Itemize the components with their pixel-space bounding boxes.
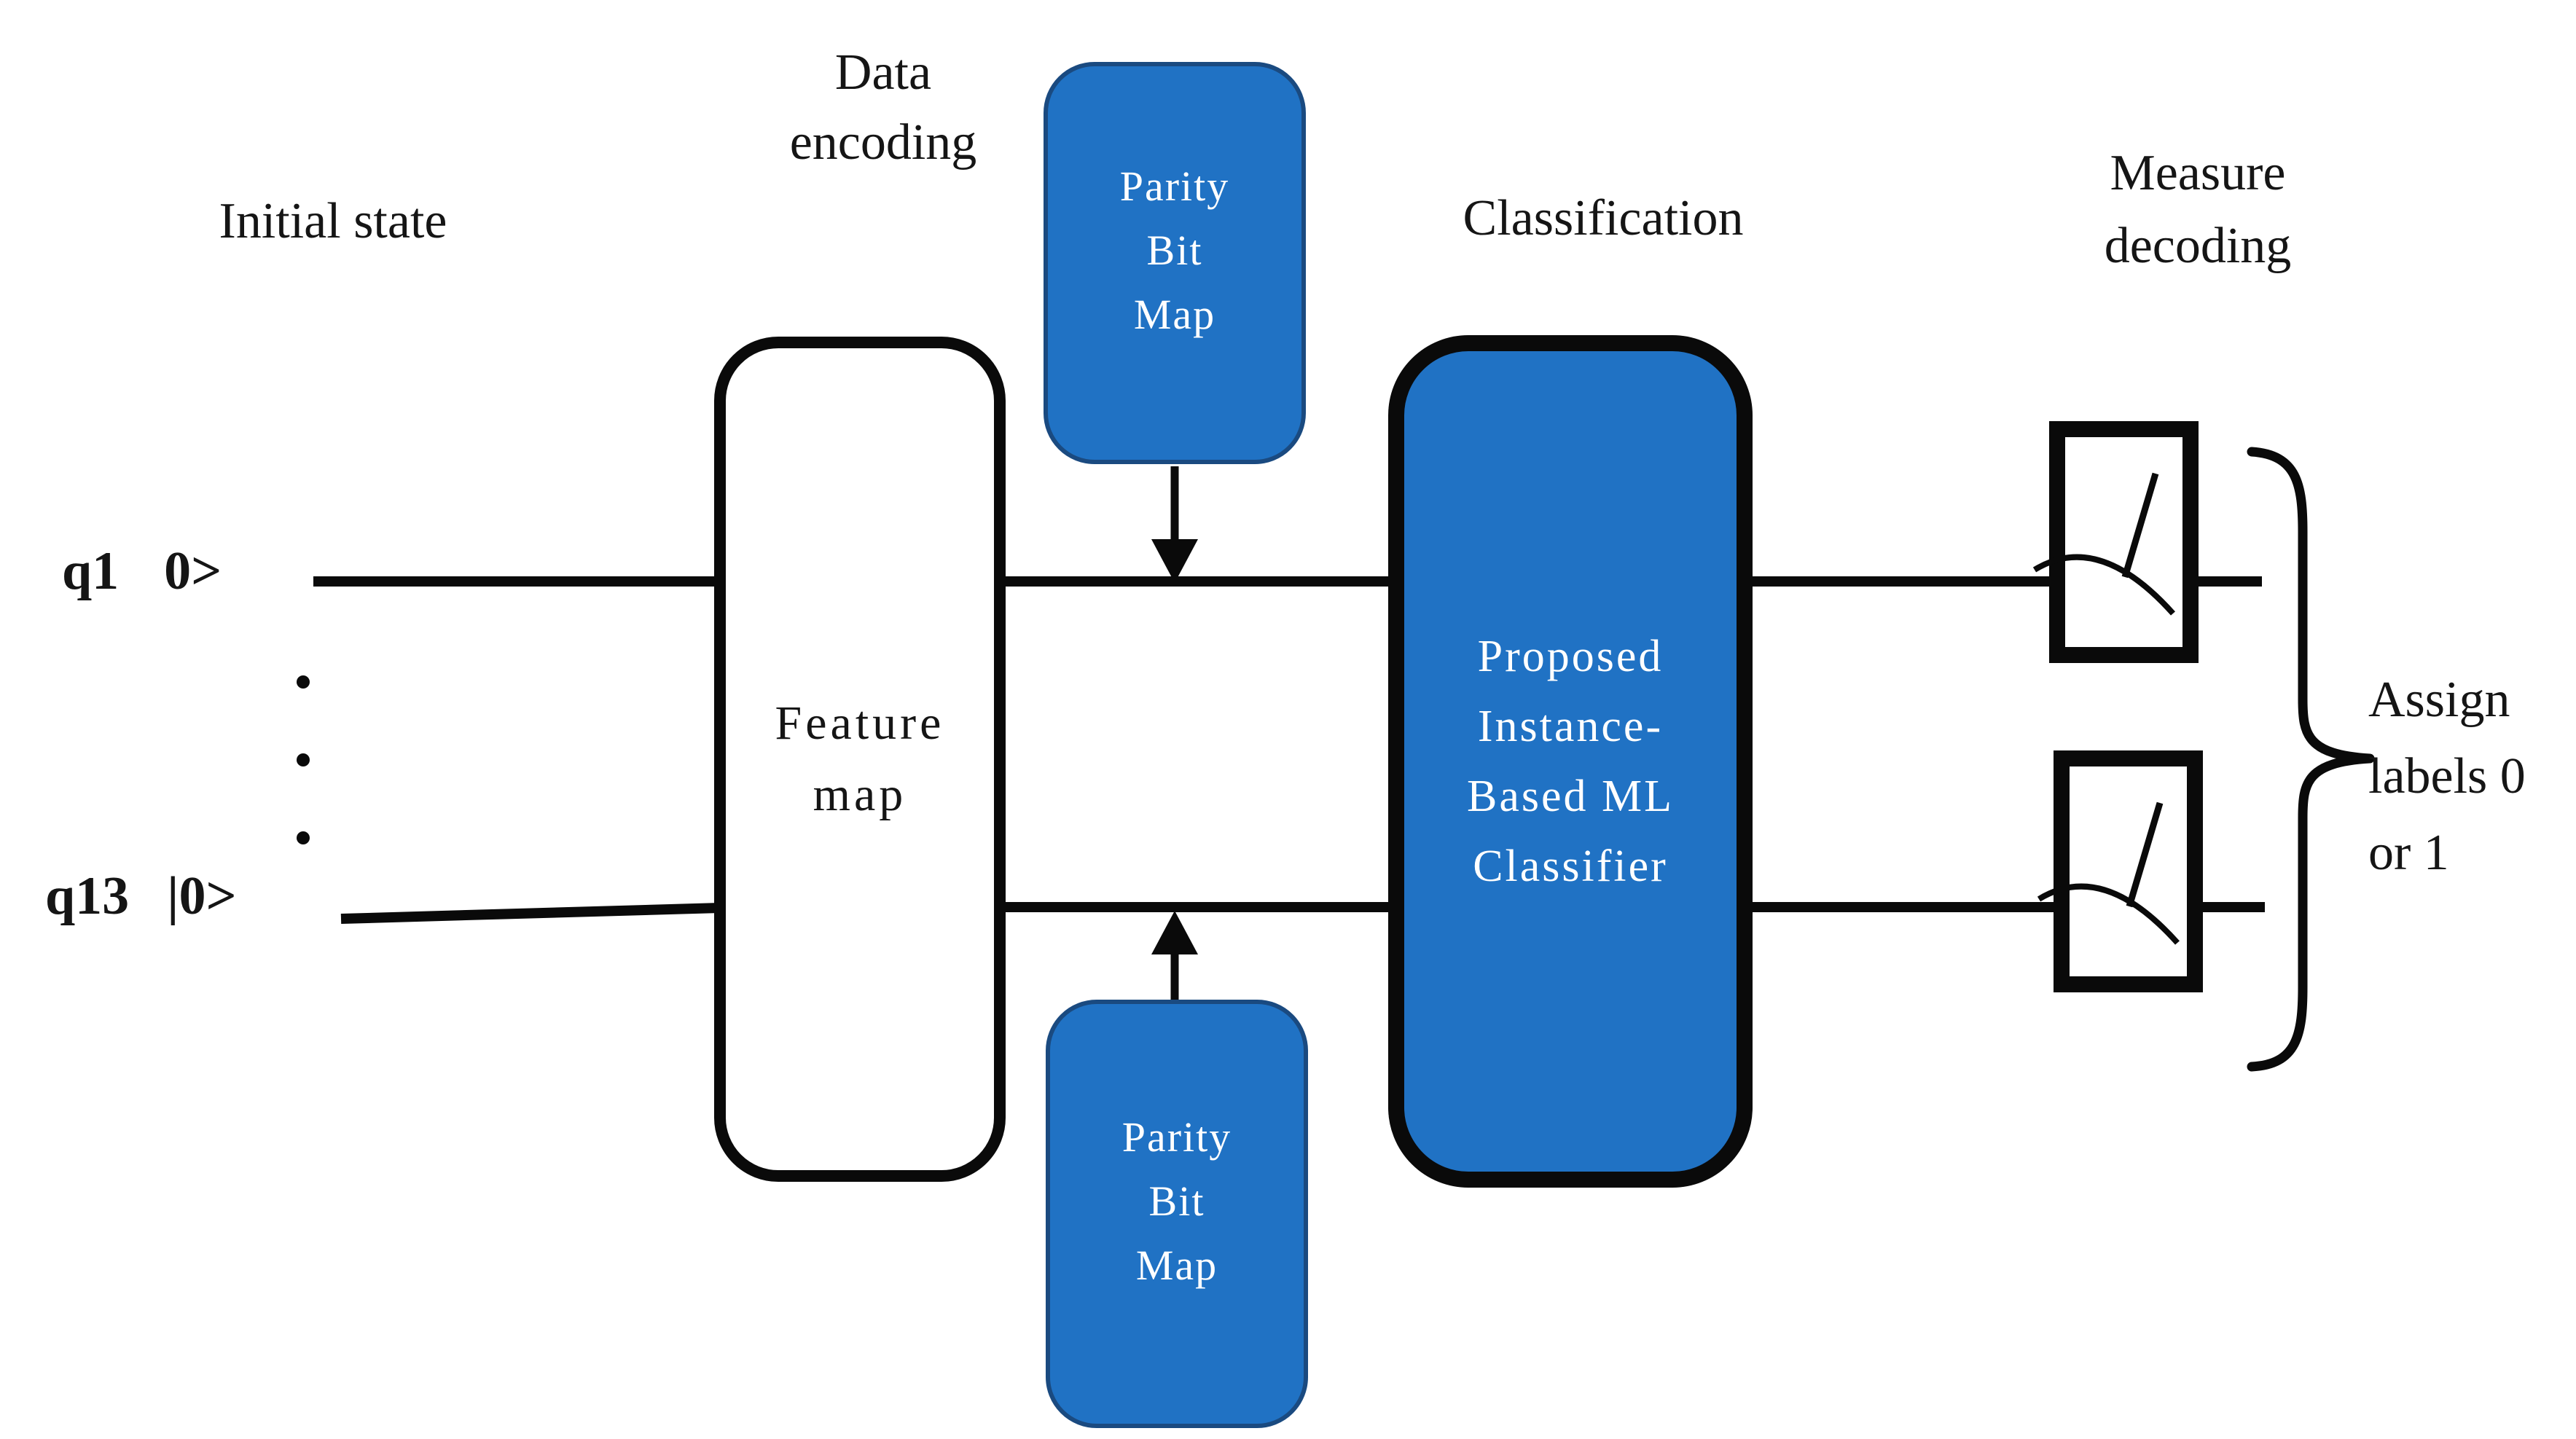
output-brace <box>2247 447 2375 1072</box>
qubit-ket-state: |0> <box>167 866 237 926</box>
qubit-name: q1 <box>62 541 120 601</box>
assign-labels-annotation: Assign labels 0 or 1 <box>2368 672 2526 881</box>
qubit-ket-state: 0> <box>164 541 222 601</box>
qubit-name: q13 <box>45 866 130 926</box>
qubit-wire-q13 <box>340 902 2265 924</box>
parity-bottom-arrow <box>1151 911 1198 1001</box>
stage-label-classification: Classification <box>1463 190 1744 246</box>
ml-classifier-block: Proposed Instance- Based ML Classifier <box>1388 335 1753 1188</box>
qubit-ellipsis-dots <box>297 675 310 844</box>
measure-meter-icon <box>2039 758 2195 984</box>
feature-map-block: Feature map <box>714 337 1006 1182</box>
parity-bit-map-block-top: Parity Bit Map <box>1044 62 1306 464</box>
parity-top-arrow <box>1151 466 1198 583</box>
qubit-label-q13: q13 |0> <box>45 866 237 928</box>
stage-label-initial-state: Initial state <box>219 193 447 249</box>
stage-label-measure-decoding: Measure decoding <box>2104 145 2292 275</box>
stage-label-data-encoding: Data encoding <box>789 44 977 170</box>
qubit-label-q1: q1 0> <box>62 541 222 603</box>
parity-bit-map-block-bottom: Parity Bit Map <box>1046 1000 1308 1428</box>
measure-meter-icon <box>2032 421 2199 663</box>
